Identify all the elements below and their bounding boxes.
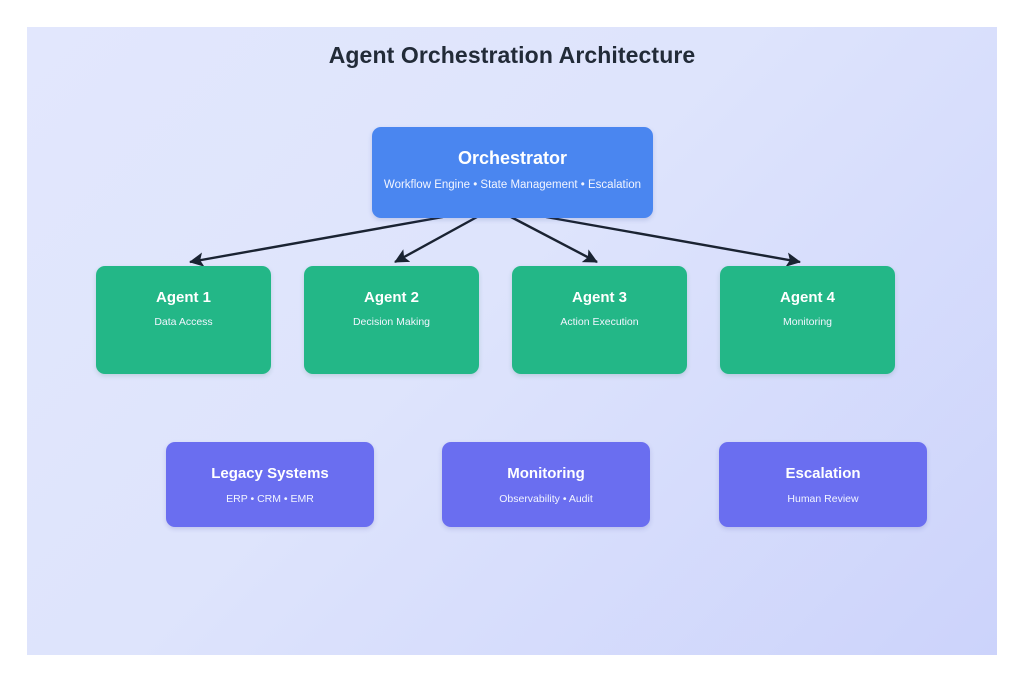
node-legacy-systems-title: Legacy Systems	[211, 465, 329, 482]
node-agent-1-subtitle: Data Access	[154, 315, 213, 328]
node-escalation[interactable]: Escalation Human Review	[719, 442, 927, 527]
node-escalation-subtitle: Human Review	[787, 492, 859, 505]
node-agent-2-title: Agent 2	[363, 289, 419, 306]
node-monitoring-subtitle: Observability • Audit	[499, 492, 593, 505]
node-orchestrator[interactable]: Orchestrator Workflow Engine • State Man…	[372, 127, 653, 218]
node-agent-4-subtitle: Monitoring	[782, 315, 833, 328]
node-agent-4[interactable]: Agent 4 Monitoring	[720, 266, 895, 374]
node-monitoring-title: Monitoring	[507, 465, 585, 482]
node-agent-3-title: Agent 3	[571, 289, 627, 306]
node-agent-3-subtitle: Action Execution	[560, 315, 639, 328]
page-title: Agent Orchestration Architecture	[328, 42, 696, 68]
node-agent-1-title: Agent 1	[155, 289, 211, 306]
node-orchestrator-subtitle: Workflow Engine • State Management • Esc…	[383, 178, 642, 191]
node-orchestrator-title: Orchestrator	[457, 148, 568, 168]
node-agent-2[interactable]: Agent 2 Decision Making	[304, 266, 479, 374]
node-agent-2-subtitle: Decision Making	[352, 315, 431, 328]
node-agent-3[interactable]: Agent 3 Action Execution	[512, 266, 687, 374]
node-monitoring[interactable]: Monitoring Observability • Audit	[442, 442, 650, 527]
node-escalation-title: Escalation	[785, 465, 861, 482]
node-agent-1[interactable]: Agent 1 Data Access	[96, 266, 271, 374]
node-legacy-systems[interactable]: Legacy Systems ERP • CRM • EMR	[166, 442, 374, 527]
node-agent-4-title: Agent 4	[779, 289, 835, 306]
node-legacy-systems-subtitle: ERP • CRM • EMR	[226, 492, 314, 505]
